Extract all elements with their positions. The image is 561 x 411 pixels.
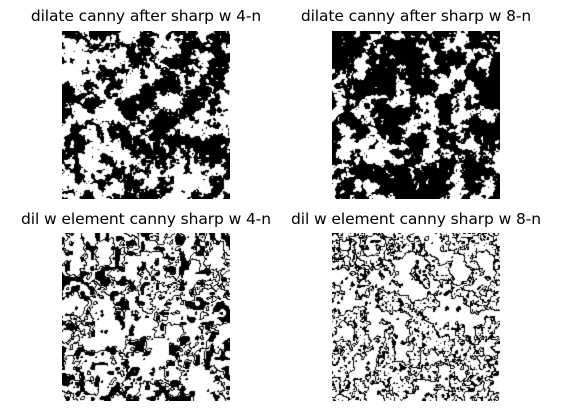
panel-image-bottom-left	[62, 233, 230, 401]
panel-title-top-left: dilate canny after sharp w 4-n	[30, 7, 262, 25]
panel-title-top-right: dilate canny after sharp w 8-n	[300, 7, 532, 25]
panel-image-top-right	[332, 31, 500, 199]
panel-image-bottom-right	[332, 233, 500, 401]
panel-title-bottom-left: dil w element canny sharp w 4-n	[21, 210, 271, 228]
panel-image-top-left	[62, 31, 230, 199]
panel-title-bottom-right: dil w element canny sharp w 8-n	[291, 210, 541, 228]
